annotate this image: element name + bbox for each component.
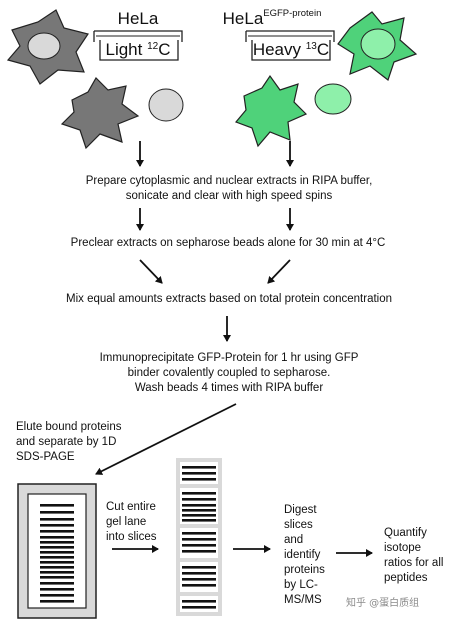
gel-slice-band (182, 466, 216, 469)
down-arrow-icon (95, 403, 237, 475)
gel-lane-icon (17, 483, 97, 619)
gel-slice-band (182, 606, 216, 609)
gel-slice-band (182, 572, 216, 575)
gel-slice-band (182, 478, 216, 481)
gel-slice-band (182, 600, 216, 603)
gel-slice-band (182, 538, 216, 541)
gel-slice-band (182, 504, 216, 507)
gel-band (40, 571, 74, 574)
gel-slice-band (182, 578, 216, 581)
gel-band (40, 566, 74, 569)
light-cell-line-label: HeLa (118, 9, 159, 28)
heavy-nucleus (314, 83, 352, 115)
step-cut-line-2: gel lane (106, 516, 146, 528)
light-dish: HeLa Light 12C (93, 9, 183, 61)
gel-band (40, 541, 74, 544)
gel-slice-band (182, 472, 216, 475)
gel-band (40, 582, 74, 585)
gel-band (40, 551, 74, 554)
svg-text:Quantify: Quantify (384, 527, 427, 539)
gel-slice-band (182, 498, 216, 501)
gel-band (40, 530, 74, 533)
light-nucleus (148, 88, 184, 122)
down-arrow-icon (267, 259, 291, 284)
svg-text:peptides: peptides (384, 572, 428, 584)
step-elute-line-1: Elute bound proteins (16, 421, 122, 433)
gel-slice-bands (180, 462, 218, 612)
step-preclear: Preclear extracts on sepharose beads alo… (71, 237, 386, 249)
svg-text:MS/MS: MS/MS (284, 594, 322, 606)
gel-band (40, 588, 74, 591)
gel-bands (40, 504, 74, 603)
gel-slice-band (182, 544, 216, 547)
gel-band (40, 594, 74, 597)
step-ip-line-1: Immunoprecipitate GFP-Protein for 1 hr u… (100, 352, 359, 364)
gel-band (40, 518, 74, 521)
svg-text:and: and (284, 534, 303, 546)
gel-slice-band (182, 514, 216, 517)
gel-slice-band (182, 566, 216, 569)
down-arrow-icon (139, 259, 163, 284)
svg-text:Digest: Digest (284, 504, 317, 516)
step-ip-line-3: Wash beads 4 times with RIPA buffer (135, 382, 324, 394)
gel-band (40, 600, 74, 603)
gel-band (40, 511, 74, 514)
step-elute-line-3: SDS-PAGE (16, 451, 75, 463)
heavy-cell-top (337, 11, 418, 81)
step-mix: Mix equal amounts extracts based on tota… (66, 293, 392, 305)
step-digest: Digest slices and identify proteins by L… (284, 504, 325, 606)
gel-band (40, 576, 74, 579)
gel-slice-band (182, 519, 216, 522)
heavy-dish: HeLaEGFP-protein Heavy 13C (223, 8, 335, 61)
gel-band (40, 561, 74, 564)
gel-band (40, 556, 74, 559)
gel-band (40, 524, 74, 527)
gel-slice-band (182, 532, 216, 535)
gel-slices-icon (176, 458, 222, 616)
svg-text:proteins: proteins (284, 564, 325, 576)
gel-slice-band (182, 509, 216, 512)
step-elute-line-2: and separate by 1D (16, 436, 116, 448)
gel-slice-band (182, 584, 216, 587)
svg-text:ratios for all: ratios for all (384, 557, 443, 569)
gel-band (40, 546, 74, 549)
step-quantify: Quantify isotope ratios for all peptides (384, 527, 443, 584)
gel-slice-band (182, 550, 216, 553)
light-dish-label: Light 12C (105, 40, 170, 59)
gel-slice (180, 596, 218, 612)
heavy-cell-line-label: HeLaEGFP-protein (223, 8, 322, 28)
light-cell-spiky (60, 77, 140, 150)
heavy-cell-spiky (234, 74, 308, 148)
step-ip-line-2: binder covalently coupled to sepharose. (128, 367, 331, 379)
gel-band (40, 536, 74, 539)
watermark: 知乎 @蛋白质组 (346, 596, 419, 609)
svg-text:slices: slices (284, 519, 313, 531)
step-prepare-line-1: Prepare cytoplasmic and nuclear extracts… (86, 175, 373, 187)
step-cut-line-1: Cut entire (106, 501, 156, 513)
step-prepare-line-2: sonicate and clear with high speed spins (126, 190, 333, 202)
svg-text:identify: identify (284, 549, 321, 561)
gel-slice-band (182, 492, 216, 495)
svg-text:isotope: isotope (384, 542, 421, 554)
gel-band (40, 504, 74, 507)
svg-text:by LC-: by LC- (284, 579, 318, 591)
heavy-dish-label: Heavy 13C (253, 40, 329, 59)
step-cut-line-3: into slices (106, 531, 157, 543)
light-cell-top (6, 9, 89, 85)
